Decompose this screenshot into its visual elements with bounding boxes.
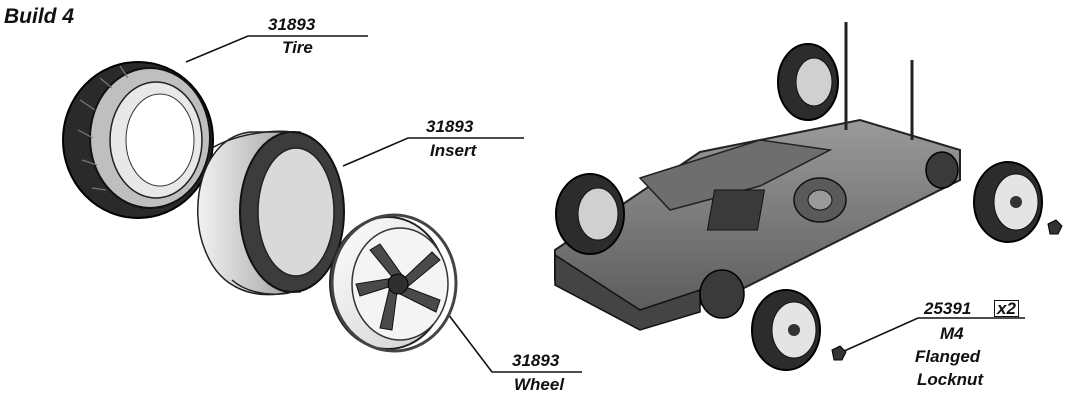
insert-leader-line bbox=[342, 137, 524, 167]
locknut-right bbox=[1047, 219, 1063, 235]
locknut-illustrations bbox=[831, 219, 1063, 361]
wheel-leader-line bbox=[447, 313, 582, 373]
wheel-name: Wheel bbox=[514, 375, 565, 394]
loose-wheel-bottom bbox=[751, 289, 821, 371]
locknut-bottom bbox=[831, 345, 847, 361]
build-title: Build 4 bbox=[4, 5, 75, 28]
locknut-name-line3: Locknut bbox=[917, 370, 984, 389]
insert-part-number: 31893 bbox=[426, 117, 474, 136]
tire-leader-line bbox=[185, 35, 368, 63]
tire-illustration bbox=[62, 61, 214, 219]
locknut-name-line2: Flanged bbox=[915, 347, 981, 366]
locknut-quantity-badge: x2 bbox=[994, 300, 1019, 317]
leader-lines bbox=[185, 35, 1025, 373]
insert-name: Insert bbox=[430, 141, 477, 160]
insert-illustration bbox=[197, 130, 345, 296]
loose-wheel-right bbox=[973, 161, 1043, 243]
chassis-illustration bbox=[554, 22, 961, 331]
locknut-name-line1: M4 bbox=[940, 324, 964, 343]
locknut-leader-line bbox=[841, 317, 1025, 353]
tire-part-number: 31893 bbox=[268, 15, 316, 34]
wheel-part-number: 31893 bbox=[512, 351, 560, 370]
wheel-illustration bbox=[329, 213, 458, 353]
locknut-part-number: 25391 bbox=[924, 299, 972, 318]
tire-name: Tire bbox=[282, 38, 313, 57]
